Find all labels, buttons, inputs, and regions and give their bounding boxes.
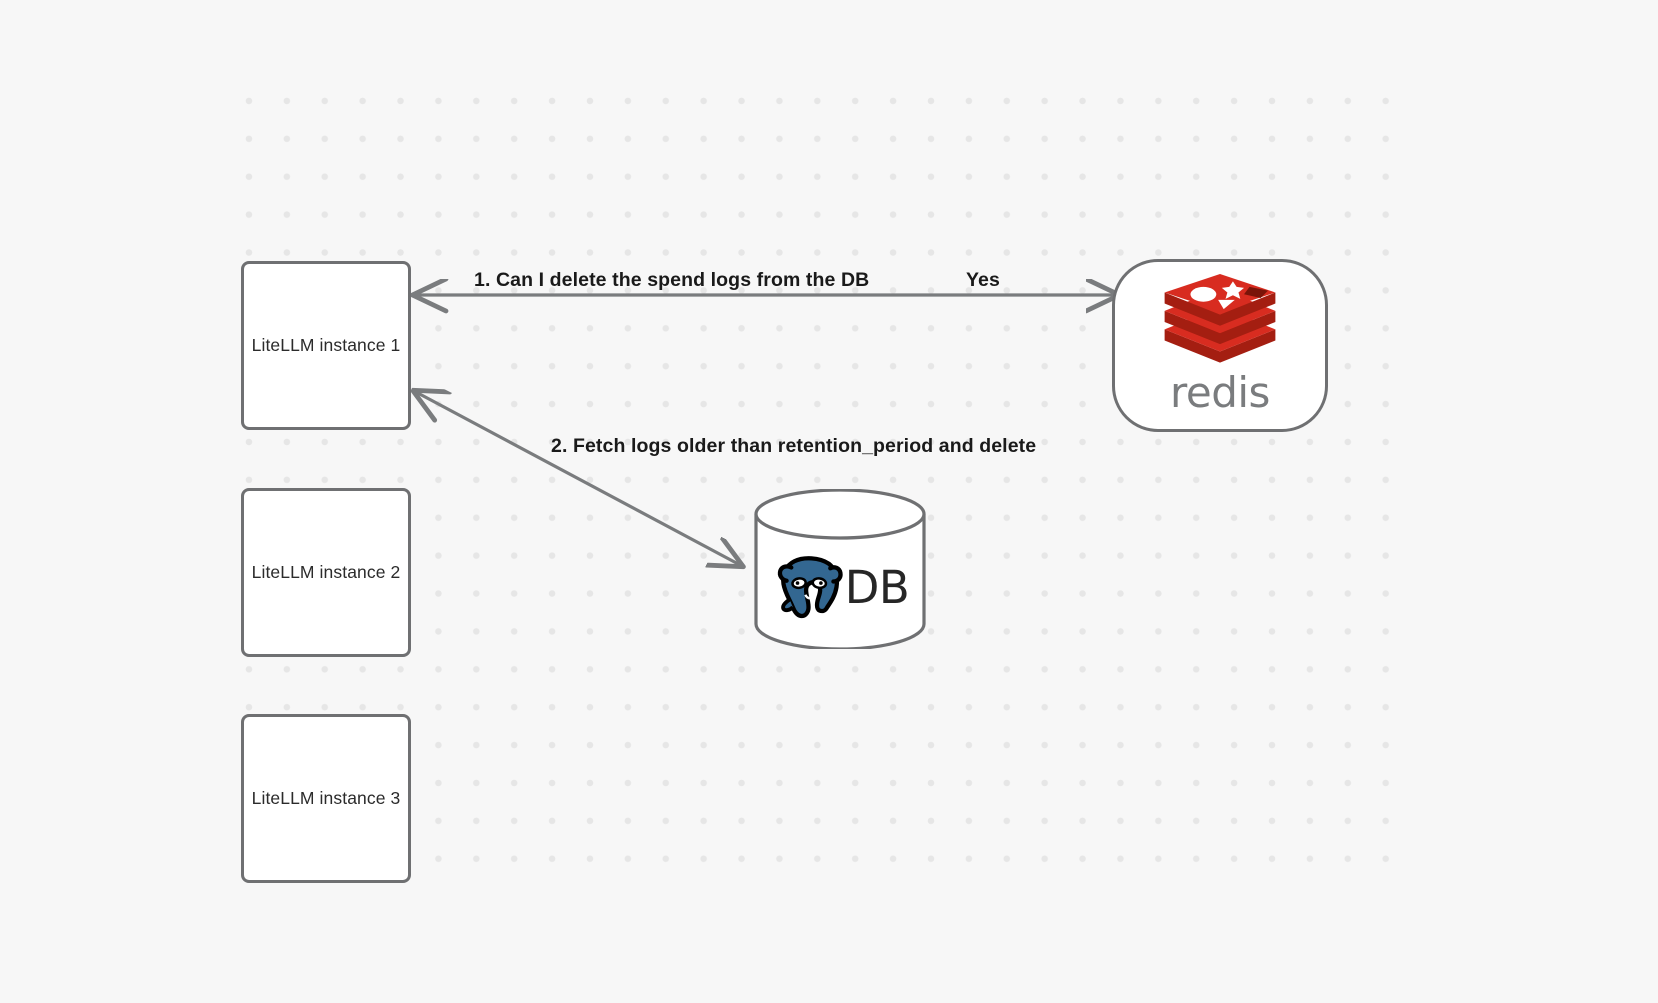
edge-label-redis-request: 1. Can I delete the spend logs from the … <box>474 269 870 291</box>
edge-label-redis-reply: Yes <box>966 269 1000 291</box>
node-litellm-instance-3[interactable]: LiteLLM instance 3 <box>241 714 411 883</box>
node-litellm-instance-1[interactable]: LiteLLM instance 1 <box>241 261 411 430</box>
node-label: LiteLLM instance 3 <box>251 788 401 808</box>
database-label: DB <box>844 560 910 614</box>
node-label: LiteLLM instance 2 <box>251 562 401 582</box>
node-label: LiteLLM instance 1 <box>251 335 401 355</box>
edge-litellm1-database <box>414 391 742 566</box>
redis-wordmark: redis <box>1170 367 1270 417</box>
node-database[interactable]: DB <box>753 488 927 651</box>
node-redis[interactable]: redis <box>1112 259 1328 432</box>
node-litellm-instance-2[interactable]: LiteLLM instance 2 <box>241 488 411 657</box>
postgresql-elephant-icon <box>777 556 843 619</box>
redis-logo-icon <box>1164 273 1276 363</box>
edge-label-db-fetch: 2. Fetch logs older than retention_perio… <box>551 435 1037 457</box>
